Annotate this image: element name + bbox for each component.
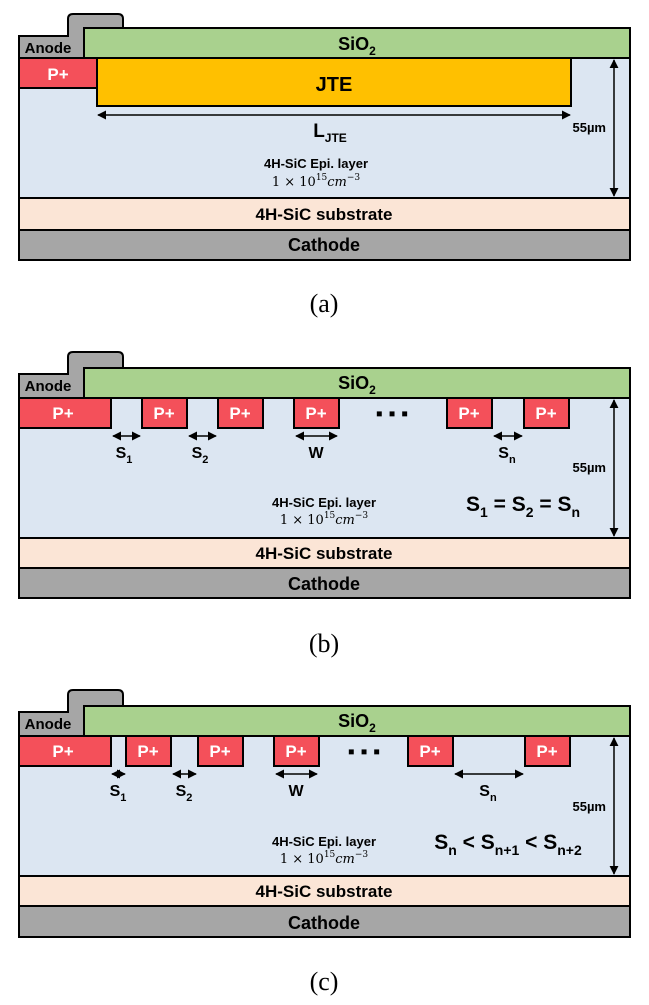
pplus-label: P+	[52, 404, 73, 423]
pplus-label: P+	[209, 742, 230, 761]
pplus-label: P+	[285, 742, 306, 761]
sio2-layer	[83, 27, 631, 59]
panel-c: Anode SiO2 P+ P+ P+ P+ P+ P+ ▪ ▪ ▪ S1 S2…	[18, 689, 631, 996]
pplus-label: P+	[52, 742, 73, 761]
anode-contact	[18, 13, 124, 59]
substrate-label: 4H-SiC substrate	[256, 205, 393, 224]
pplus-label: P+	[153, 404, 174, 423]
pplus-label: P+	[458, 404, 479, 423]
panel-b: Anode SiO2 P+ P+ P+ P+ P+ P+ ▪ ▪ ▪ S1 S2…	[18, 351, 631, 658]
substrate-label: 4H-SiC substrate	[256, 882, 393, 901]
sio2-layer	[83, 705, 631, 737]
sio2-layer	[83, 367, 631, 399]
sio2-label: SiO2	[338, 34, 376, 58]
pplus-ring-2	[197, 735, 244, 767]
s1-label: S1	[110, 783, 127, 804]
pplus-ring-3	[293, 397, 340, 429]
ljte-label: LJTE	[313, 121, 347, 145]
caption-a: (a)	[310, 289, 339, 318]
pplus-label: P+	[47, 65, 68, 84]
cathode-label: Cathode	[288, 913, 360, 933]
pplus-ring-3	[273, 735, 320, 767]
spacing-relation: Sn < Sn+1 < Sn+2	[434, 831, 582, 858]
w-label: W	[288, 783, 304, 800]
pplus-label: P+	[419, 742, 440, 761]
anode-label: Anode	[25, 378, 72, 395]
substrate-layer	[18, 537, 631, 569]
doping-label: 1 × 1015cm−3	[272, 173, 361, 190]
substrate-layer	[18, 197, 631, 231]
sio2-label: SiO2	[338, 711, 376, 735]
epi-name-label: 4H-SiC Epi. layer	[272, 495, 376, 510]
s2-label: S2	[176, 783, 193, 804]
pplus-ring-4	[446, 397, 493, 429]
pplus-label: P+	[536, 742, 557, 761]
substrate-layer	[18, 875, 631, 907]
anode-label: Anode	[25, 40, 72, 57]
pplus-ring-5	[523, 397, 570, 429]
substrate-label: 4H-SiC substrate	[256, 544, 393, 563]
cathode-label: Cathode	[288, 574, 360, 594]
s2-label: S2	[192, 445, 209, 466]
pplus-region	[18, 735, 112, 767]
pplus-ring-4	[407, 735, 454, 767]
thickness-label: 55µm	[572, 799, 606, 814]
cathode-layer	[18, 567, 631, 599]
thickness-label: 55µm	[572, 120, 606, 135]
epi-name-label: 4H-SiC Epi. layer	[272, 834, 376, 849]
pplus-ring-1	[125, 735, 172, 767]
sn-label: Sn	[498, 445, 516, 466]
doping-label: 1 × 1015cm−3	[280, 511, 369, 528]
anode-label: Anode	[25, 716, 72, 733]
pplus-label: P+	[535, 404, 556, 423]
pplus-ring-5	[524, 735, 571, 767]
caption-b: (b)	[309, 629, 339, 658]
w-label: W	[308, 445, 324, 462]
pplus-label: P+	[305, 404, 326, 423]
anode-contact	[18, 689, 124, 737]
pplus-label: P+	[137, 742, 158, 761]
thickness-label: 55µm	[572, 460, 606, 475]
anode-contact	[18, 351, 124, 399]
doping-label: 1 × 1015cm−3	[280, 850, 369, 867]
cathode-label: Cathode	[288, 235, 360, 255]
pplus-label: P+	[229, 404, 250, 423]
ellipsis-dots: ▪ ▪ ▪	[376, 403, 408, 425]
panel-a: Anode SiO2 P+ JTE LJTE 55µm 4H-SiC Epi. …	[18, 13, 631, 318]
pplus-ring-2	[217, 397, 264, 429]
caption-c: (c)	[310, 967, 339, 996]
jte-label: JTE	[316, 74, 353, 96]
epi-name-label: 4H-SiC Epi. layer	[264, 156, 368, 171]
jte-region	[96, 57, 572, 107]
pplus-ring-1	[141, 397, 188, 429]
s1-label: S1	[116, 445, 133, 466]
pplus-region	[18, 397, 112, 429]
ellipsis-dots: ▪ ▪ ▪	[348, 741, 380, 763]
cathode-layer	[18, 905, 631, 938]
sio2-label: SiO2	[338, 373, 376, 397]
cathode-layer	[18, 229, 631, 261]
spacing-relation: S1 = S2 = Sn	[466, 493, 580, 520]
sn-label: Sn	[479, 783, 497, 804]
